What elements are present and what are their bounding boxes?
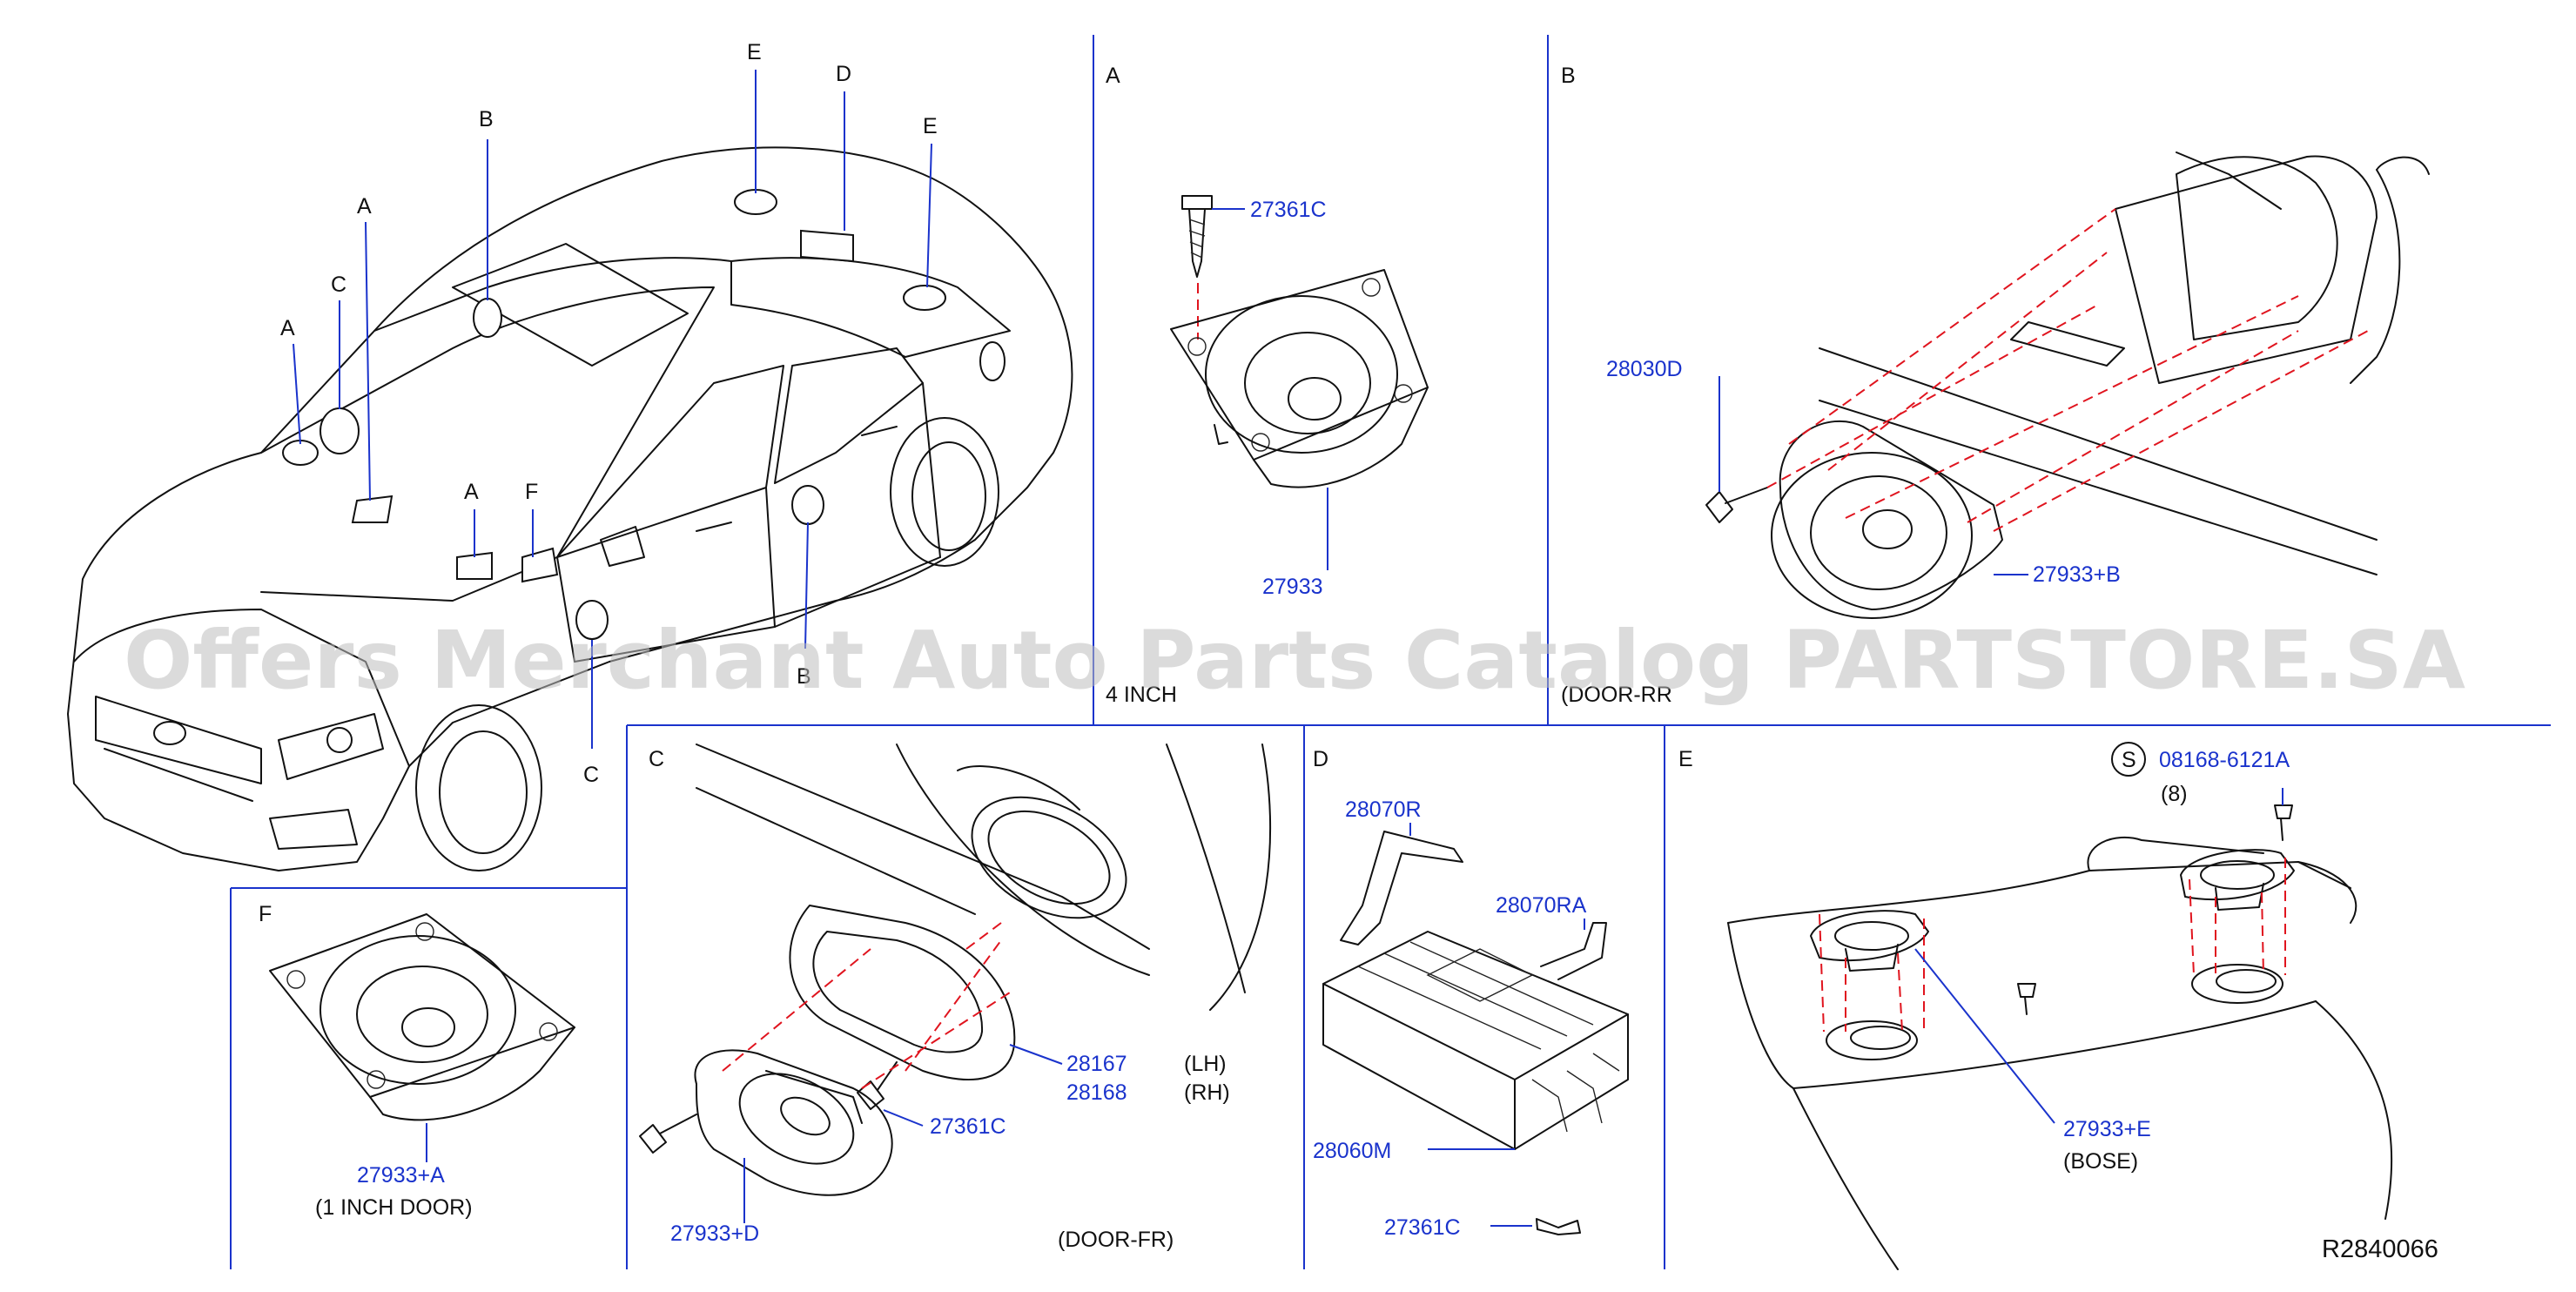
bolt-icon (1705, 491, 1733, 523)
panel-b-letter: B (1561, 64, 1576, 88)
panel-e: E S (1678, 742, 2393, 1270)
callout-a-pillar: A (464, 480, 479, 504)
part-27933-a: 27933+A (357, 1163, 445, 1188)
callout-e-rear: E (923, 114, 938, 138)
part-28030d: 28030D (1606, 357, 1683, 381)
speaker-e-left-icon (1810, 910, 1929, 962)
callout-c-bottom: C (583, 763, 599, 787)
speaker-icon (1170, 269, 1429, 461)
callout-c-left: C (331, 273, 346, 297)
panel-f-letter: F (259, 902, 272, 926)
part-27361c-a: 27361C (1250, 198, 1327, 222)
panel-frames (230, 35, 2551, 1269)
part-27361c-d: 27361C (1384, 1215, 1461, 1240)
panel-c-letter: C (649, 747, 664, 771)
speaker-f-icon (269, 913, 575, 1098)
screw-icon (1181, 195, 1213, 210)
screw-d-icon (1536, 1218, 1581, 1235)
part-28167-lh: (LH) (1184, 1052, 1227, 1076)
panel-a: A 27361C 27933 4 INCH (1106, 64, 1429, 707)
callout-b-rear: B (797, 664, 811, 689)
callout-d-amp: D (836, 62, 851, 86)
standard-part-symbol: S (2122, 748, 2136, 772)
part-28060m: 28060M (1313, 1139, 1391, 1163)
part-27933-e-note: (BOSE) (2063, 1149, 2138, 1174)
part-28168: 28168 (1066, 1080, 1127, 1105)
panel-a-letter: A (1106, 64, 1120, 88)
standard-part-icon (2111, 742, 2146, 777)
part-27933-e: 27933+E (2063, 1117, 2151, 1141)
part-28070ra: 28070RA (1496, 893, 1587, 918)
part-27933: 27933 (1262, 575, 1323, 599)
panel-c: C 28167 (LH) 28168 (RH) 2 (639, 744, 1272, 1252)
callout-b-roof: B (479, 107, 494, 131)
part-28070r: 28070R (1345, 797, 1422, 822)
watermark: Offers Merchant Auto Parts Catalog PARTS… (124, 614, 2465, 707)
callout-e-front: E (747, 40, 762, 64)
panel-b-caption: (DOOR-RR (1561, 683, 1672, 707)
part-08168-6121a: 08168-6121A (2159, 748, 2290, 772)
part-27361c-c: 27361C (930, 1114, 1006, 1139)
panel-b: B 28030D 27933+B (DOOR-RR (1561, 64, 2430, 707)
callout-a-dash: A (357, 194, 372, 219)
part-08168-6121a-qty: (8) (2161, 782, 2188, 806)
part-28168-rh: (RH) (1184, 1080, 1230, 1105)
vehicle-overview (67, 70, 1073, 871)
panel-d: D 28070R 28070RA 28060M 27361C (1313, 747, 1629, 1240)
panel-e-letter: E (1678, 747, 1693, 771)
callout-f: F (525, 480, 538, 504)
panel-f-caption: (1 INCH DOOR) (315, 1195, 473, 1220)
overview-callouts: A C A B E D E A F C B (280, 40, 938, 787)
screw-c-left-icon (639, 1124, 667, 1154)
speaker-c-icon (694, 1049, 893, 1196)
diagram-code: R2840066 (2322, 1235, 2438, 1263)
panel-d-letter: D (1313, 747, 1328, 771)
amplifier-icon (1322, 931, 1629, 1150)
part-27933-d: 27933+D (670, 1221, 759, 1246)
part-28167: 28167 (1066, 1052, 1127, 1076)
speaker-bracket-icon (789, 905, 1016, 1080)
panel-a-caption: 4 INCH (1106, 683, 1177, 707)
speaker-e-right-icon (2180, 849, 2295, 901)
part-27933-b: 27933+B (2033, 562, 2121, 587)
panel-c-caption: (DOOR-FR) (1058, 1228, 1174, 1252)
screw-e-icon (2274, 804, 2293, 819)
callout-a-left: A (280, 316, 295, 340)
panel-f: F 27933+A (1 INCH DOOR) (259, 902, 575, 1220)
